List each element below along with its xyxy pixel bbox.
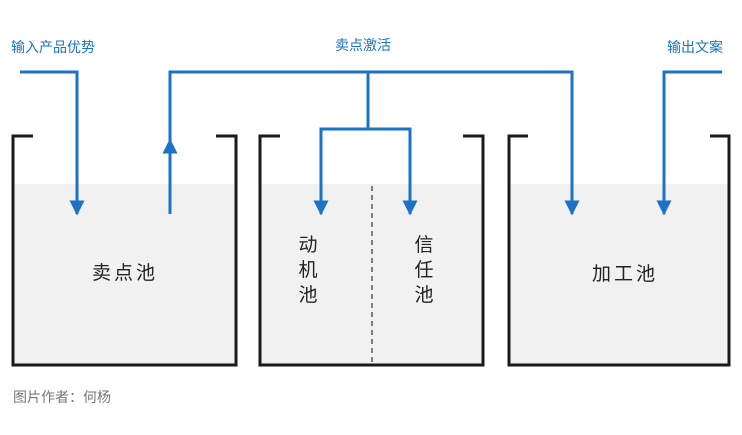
image-credit: 图片作者：何杨 [13, 390, 111, 406]
input-label: 输入产品优势 [11, 40, 95, 56]
input-arrow [20, 70, 85, 216]
selling-point-pool-label: 卖点池 [92, 262, 158, 284]
middle-pool-wall [258, 134, 485, 367]
motive-pool-char: 动 [298, 234, 317, 256]
trust-pool-char: 任 [414, 259, 433, 281]
selling-point-pool-wall [11, 134, 238, 367]
motive-pool-char: 池 [298, 284, 317, 306]
middle-pool-liquid [261, 184, 482, 364]
process-pool-label: 加工池 [592, 263, 658, 285]
output-label: 输出文案 [667, 39, 723, 56]
process-pool-liquid [510, 184, 728, 364]
trust-pool-char: 信 [414, 234, 433, 256]
selling-point-pool-liquid [14, 184, 234, 364]
motive-pool-char: 机 [298, 259, 317, 281]
activate-label: 卖点激活 [335, 37, 391, 54]
output-arrow [656, 70, 722, 216]
activate-top-line [168, 70, 580, 216]
trust-pool-char: 池 [414, 284, 433, 306]
motive-branch-arrow [313, 127, 368, 216]
process-pool-wall [507, 134, 731, 367]
trust-branch-arrow [368, 127, 418, 216]
